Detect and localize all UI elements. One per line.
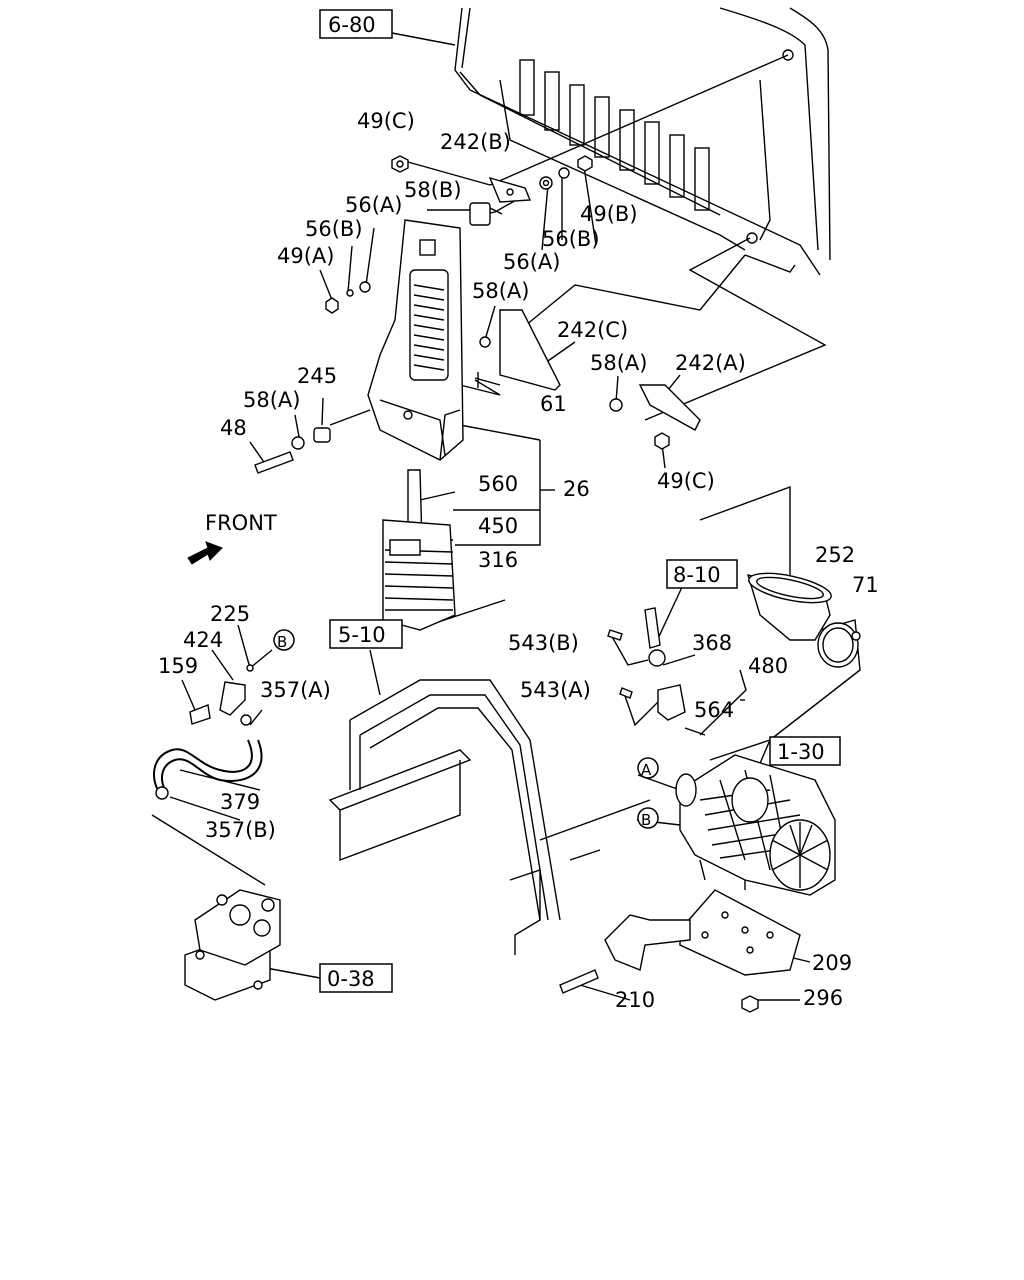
label-56a-right: 56(A) <box>503 250 560 274</box>
air-cleaner <box>675 754 836 896</box>
label-56b-right: 56(B) <box>542 227 600 251</box>
label-368: 368 <box>692 631 732 655</box>
bracket-242a <box>638 384 701 431</box>
label-480: 480 <box>748 654 788 678</box>
label-49b: 49(B) <box>580 202 638 226</box>
label-379: 379 <box>220 790 260 814</box>
front-label: FRONT <box>205 511 277 535</box>
ref-1-30: 1-30 <box>777 740 825 764</box>
ref-box-6-80 <box>319 9 393 39</box>
cab-rear-panel <box>454 7 831 276</box>
leader-lines <box>151 32 861 1001</box>
label-61: 61 <box>540 392 567 416</box>
label-225: 225 <box>210 602 250 626</box>
label-357a: 357(A) <box>260 678 331 702</box>
fitting-424 <box>219 681 246 716</box>
bolt-48 <box>254 451 294 474</box>
hose-assembly <box>152 664 263 800</box>
label-159: 159 <box>158 654 198 678</box>
label-252: 252 <box>815 543 855 567</box>
reference-boxes: 6-80 8-10 5-10 1-30 0-38 <box>319 9 841 993</box>
mount-58b <box>469 202 491 226</box>
air-inlet-duct <box>746 572 861 668</box>
label-49a: 49(A) <box>277 244 334 268</box>
nut-49b <box>577 155 593 172</box>
circle-a: A <box>641 761 652 779</box>
mounting-plate <box>559 889 801 1013</box>
label-56a-left: 56(A) <box>345 193 402 217</box>
bolt-210 <box>559 969 599 994</box>
label-316: 316 <box>478 548 518 572</box>
label-58b: 58(B) <box>404 178 462 202</box>
front-arrow-icon <box>187 541 223 565</box>
label-245: 245 <box>297 364 337 388</box>
bracket-242c <box>499 309 561 391</box>
label-564: 564 <box>694 698 734 722</box>
ref-box-1-30 <box>769 736 841 766</box>
circle-b-top: B <box>277 633 287 651</box>
label-58a-left: 58(A) <box>243 388 300 412</box>
ref-box-5-10 <box>329 619 403 649</box>
ref-8-10: 8-10 <box>673 563 721 587</box>
shift-lever-boot <box>382 469 456 631</box>
circle-markers: B A B <box>273 629 659 829</box>
bracket-210 <box>604 914 691 971</box>
label-543b: 543(B) <box>508 631 579 655</box>
ref-6-80: 6-80 <box>328 13 376 37</box>
chassis-frame <box>328 679 651 955</box>
label-58a-mid: 58(A) <box>472 279 529 303</box>
ref-box-8-10 <box>666 559 738 589</box>
label-424: 424 <box>183 628 223 652</box>
label-242a: 242(A) <box>675 351 746 375</box>
circle-b-bottom: B <box>641 811 651 829</box>
sensor-assembly <box>607 607 686 721</box>
label-242b: 242(B) <box>440 130 511 154</box>
hardware-nuts-washers <box>254 155 701 474</box>
part-labels: 49(C) 242(B) 58(B) 56(A) 56(B) 49(A) 49(… <box>158 109 879 1012</box>
label-71: 71 <box>852 573 879 597</box>
ref-box-0-38 <box>319 963 393 993</box>
label-296: 296 <box>803 986 843 1010</box>
label-49c-right: 49(C) <box>657 469 715 493</box>
nut-49a <box>325 297 339 314</box>
label-543a: 543(A) <box>520 678 591 702</box>
label-210: 210 <box>615 988 655 1012</box>
label-26: 26 <box>563 477 590 501</box>
label-450: 450 <box>478 514 518 538</box>
label-56b-left: 56(B) <box>305 217 363 241</box>
label-48: 48 <box>220 416 247 440</box>
label-357b: 357(B) <box>205 818 276 842</box>
master-cylinder <box>184 889 281 1001</box>
console-cover <box>367 219 464 461</box>
label-49c-top: 49(C) <box>357 109 415 133</box>
ref-0-38: 0-38 <box>327 967 375 991</box>
front-indicator: FRONT <box>187 511 277 565</box>
label-560: 560 <box>478 472 518 496</box>
label-242c: 242(C) <box>557 318 628 342</box>
ref-5-10: 5-10 <box>338 623 386 647</box>
nut-296 <box>741 995 759 1013</box>
label-209: 209 <box>812 951 852 975</box>
label-58a-right: 58(A) <box>590 351 647 375</box>
